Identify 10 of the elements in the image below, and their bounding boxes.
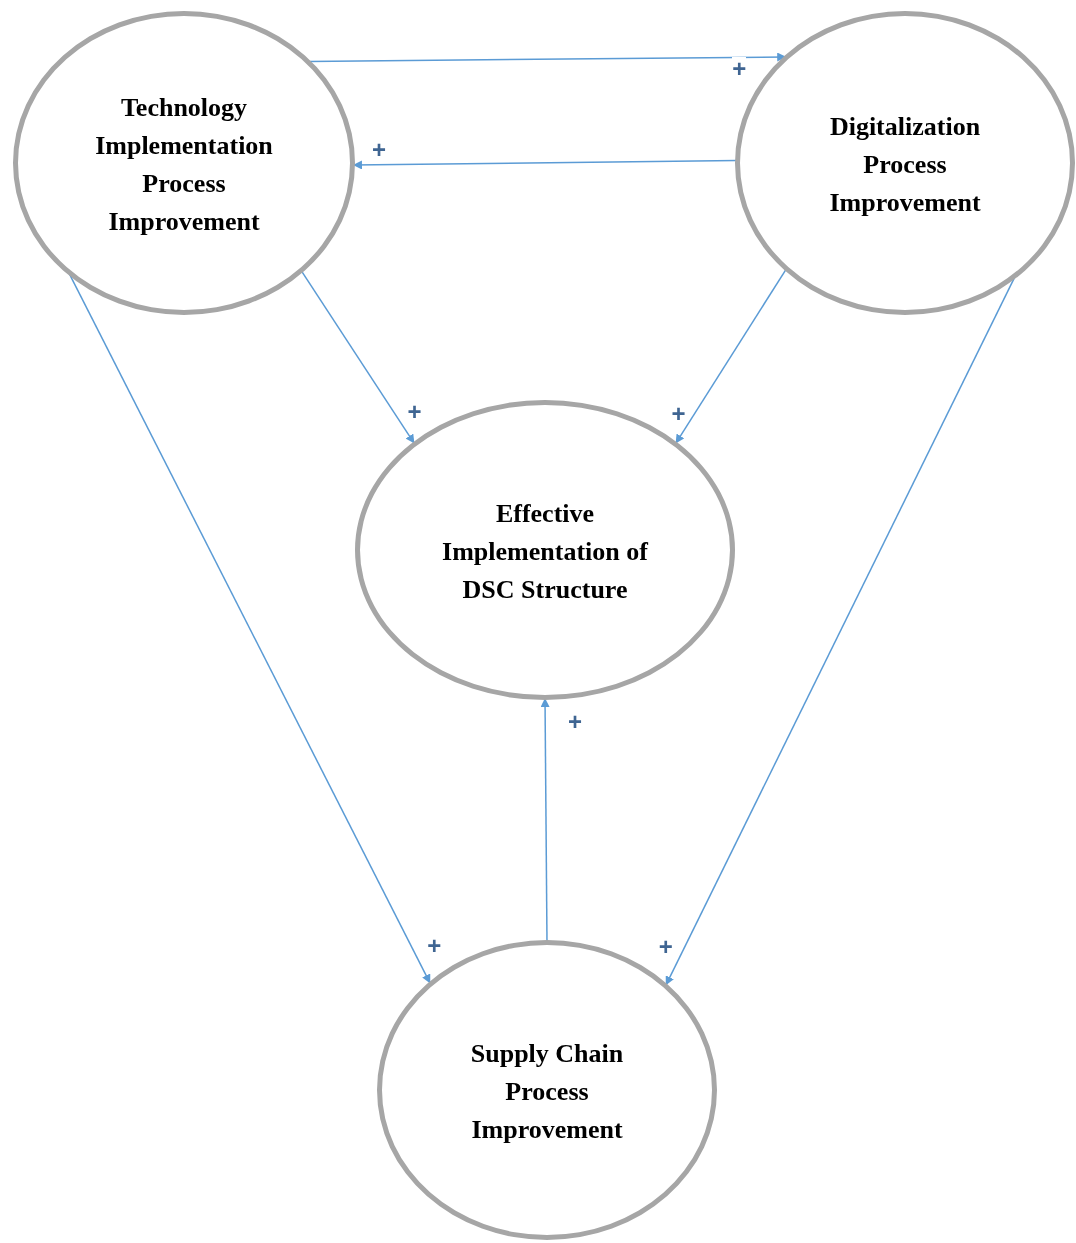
ellipse-node: [13, 11, 355, 315]
ellipse-node: [735, 11, 1075, 315]
node-label: Supply Chain Process Improvement: [469, 1038, 625, 1146]
arrow: [674, 268, 787, 445]
node-label: Digitalization Process Improvement: [828, 111, 982, 219]
arrow: [352, 159, 738, 170]
arrow: [300, 270, 416, 445]
node-label: Technology Implementation Process Improvement: [94, 92, 274, 238]
arrow: [540, 697, 550, 943]
node-label: Effective Implementation of DSC Structure: [441, 498, 650, 606]
